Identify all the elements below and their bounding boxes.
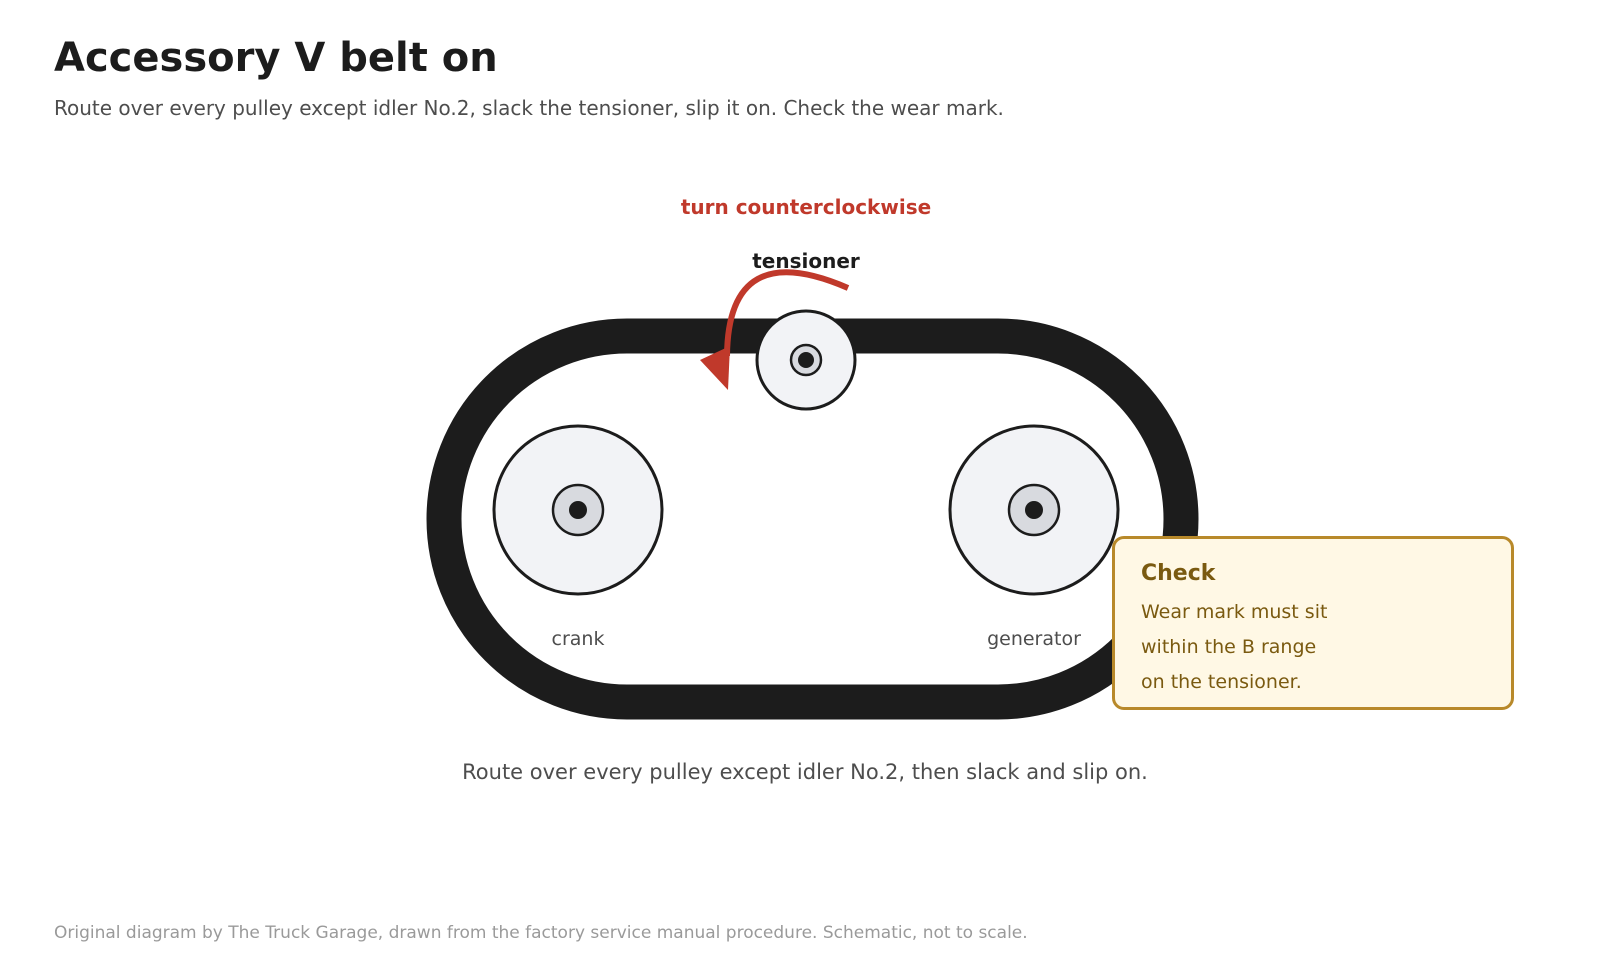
generator-pulley: [948, 424, 1120, 596]
callout-line: within the B range: [1141, 636, 1317, 658]
crank-label: crank: [552, 628, 605, 650]
page-title: Accessory V belt on: [54, 35, 498, 81]
callout-title: Check: [1141, 561, 1216, 586]
counterclockwise-arrow-icon: [700, 269, 850, 390]
callout-line: Wear mark must sit: [1141, 601, 1328, 623]
crank-pulley: [492, 424, 664, 596]
footer-note: Original diagram by The Truck Garage, dr…: [54, 923, 1028, 943]
generator-label: generator: [987, 628, 1081, 650]
page-subtitle: Route over every pulley except idler No.…: [54, 96, 1004, 120]
tensioner-pulley: [755, 309, 857, 411]
check-callout: Check Wear mark must sit within the B ra…: [1112, 536, 1514, 710]
callout-line: on the tensioner.: [1141, 671, 1302, 693]
tensioner-label: tensioner: [752, 249, 860, 273]
diagram-caption: Route over every pulley except idler No.…: [462, 760, 1148, 784]
rotation-label: turn counterclockwise: [681, 195, 931, 219]
